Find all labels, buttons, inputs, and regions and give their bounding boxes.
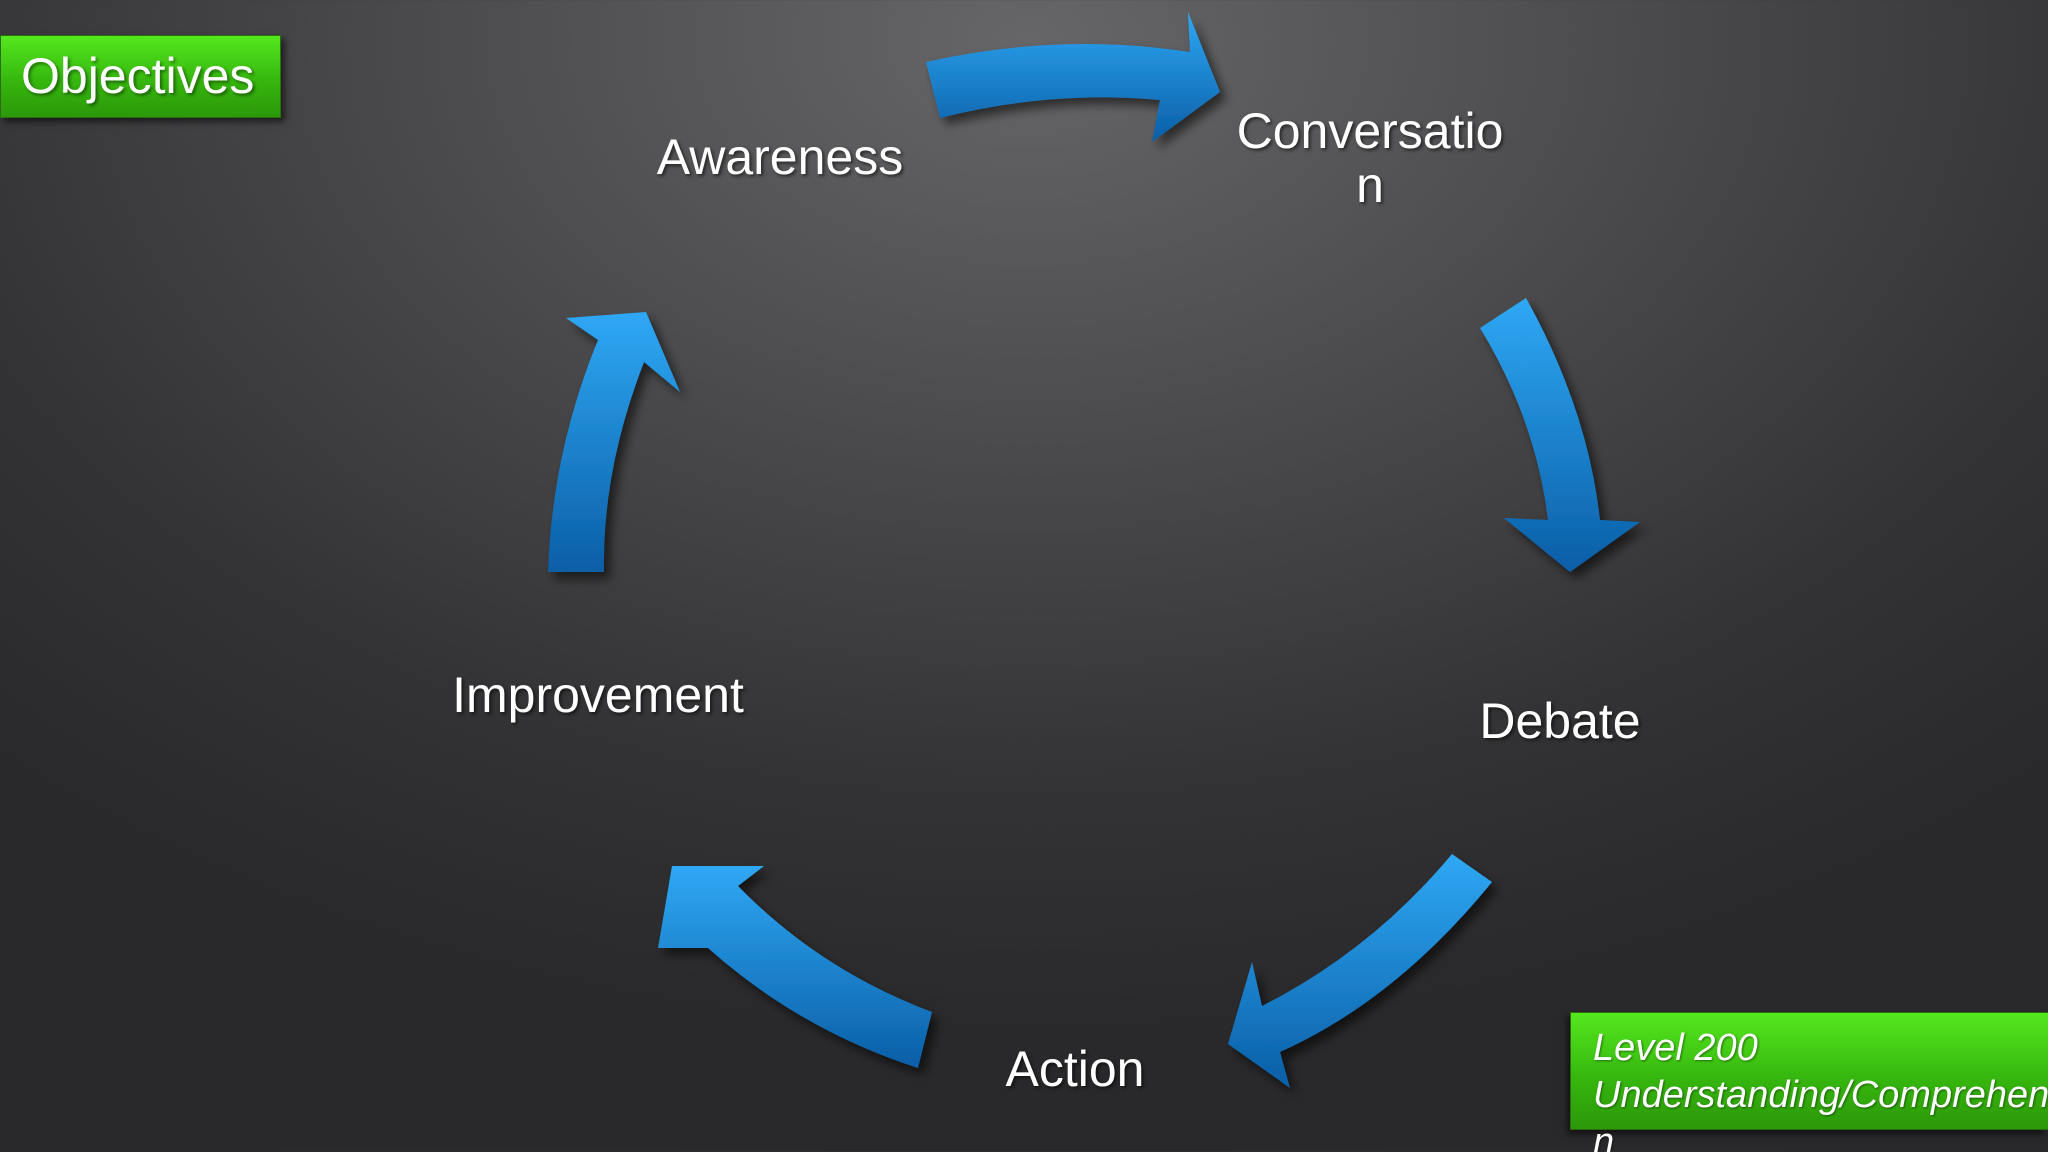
cycle-arrow-conversation-to-debate xyxy=(1480,298,1640,572)
stage-label-awareness: Awareness xyxy=(656,129,904,185)
cycle-arrow-debate-to-action xyxy=(1228,854,1492,1088)
objectives-title-box: Objectives xyxy=(0,35,281,118)
stage-label-debate: Debate xyxy=(1479,693,1641,749)
level-category: Understanding/Comprehension xyxy=(1593,1074,2048,1152)
level-badge: Level 200 Understanding/Comprehension xyxy=(1570,1012,2048,1152)
stage-label-conversation: Conversation xyxy=(1236,103,1504,213)
slide-title: Objectives xyxy=(21,48,255,104)
stage-label-improvement: Improvement xyxy=(452,667,744,723)
level-number: Level 200 xyxy=(1593,1027,1758,1069)
cycle-arrow-improvement-to-awareness xyxy=(548,312,680,572)
stage-label-action: Action xyxy=(1005,1041,1145,1097)
cycle-arrow-action-to-improvement xyxy=(658,866,932,1068)
level-text: Level 200 Understanding/Comprehension xyxy=(1593,1025,2048,1152)
cycle-arrow-awareness-to-conversation xyxy=(926,12,1220,142)
